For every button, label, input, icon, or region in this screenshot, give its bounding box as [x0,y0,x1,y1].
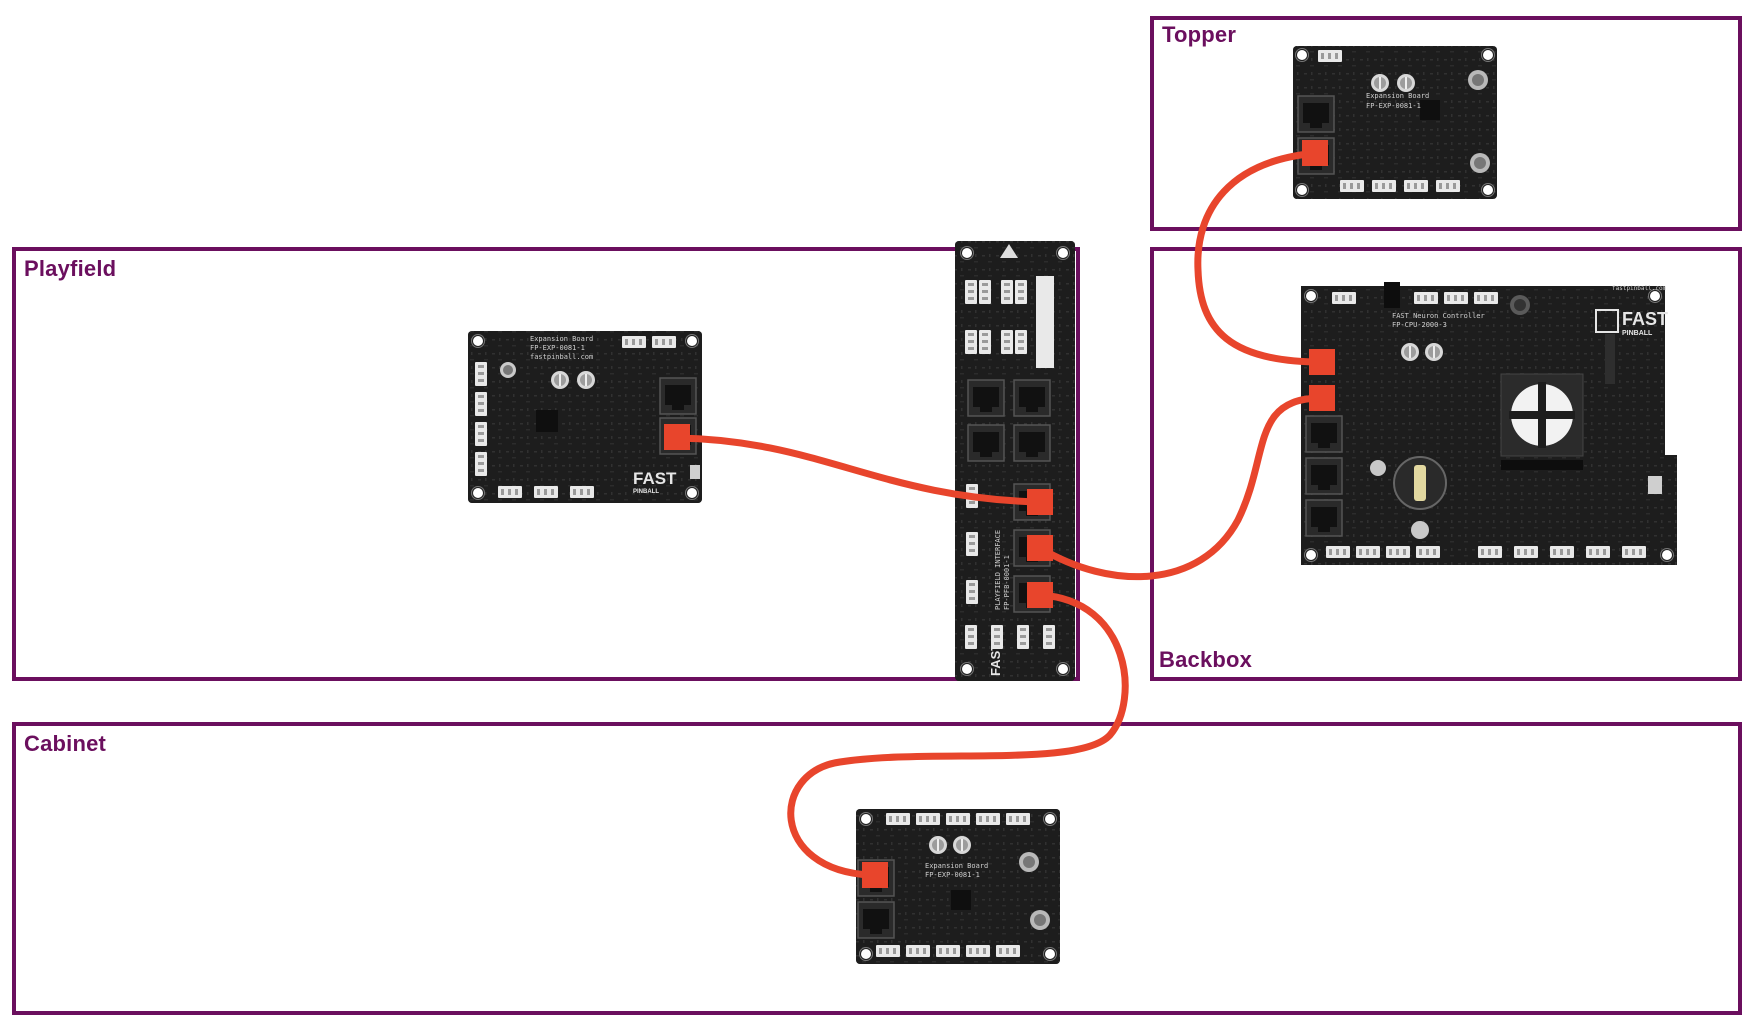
neuron-controller-board: FAST Neuron Controller FP-CPU-2000-3 fas… [1301,282,1677,565]
playfield-board-site: fastpinball.com [530,353,593,361]
plug-playfield-board [664,424,690,450]
playfield-region [12,247,1080,681]
plug-interface-1 [1027,489,1053,515]
plug-topper-board [1302,140,1328,166]
cable-interface-to-neuron [1036,394,1326,581]
topper-board-title: Expansion Board [1366,92,1429,100]
plug-cabinet-board [862,862,888,888]
topper-expansion-board: Expansion Board FP-EXP-0081-1 [1293,46,1497,199]
playfield-board-title: Expansion Board [530,335,593,343]
neuron-board-part: FP-CPU-2000-3 [1392,321,1447,329]
playfield-interface-board: PLAYFIELD INTERFACE FP-PFB-0001-1 FAST [955,241,1075,681]
playfield-board-brand-sub: PINBALL [633,489,659,495]
plug-neuron-2 [1309,385,1335,411]
neuron-board-brand-sub: PINBALL [1622,330,1653,337]
topper-board-part: FP-EXP-0081-1 [1366,102,1421,110]
backbox-label: Backbox [1159,647,1253,672]
cabinet-region [12,722,1742,1015]
neuron-board-site: fastpinball.com [1612,285,1667,292]
topper-region [1150,16,1742,231]
cabinet-label: Cabinet [24,731,107,756]
cabinet-expansion-board: Expansion Board FP-EXP-0081-1 [856,809,1060,964]
plug-interface-2 [1027,535,1053,561]
interface-board-brand: FAST [988,643,1003,676]
playfield-expansion-board: Expansion Board FP-EXP-0081-1 fastpinbal… [468,331,702,503]
playfield-board-brand: FAST [633,469,677,488]
cable-topper-to-neuron [1194,149,1326,366]
playfield-label: Playfield [24,256,117,281]
neuron-board-brand: FAST [1622,309,1668,329]
backbox-region [1150,247,1742,681]
cabinet-board-part: FP-EXP-0081-1 [925,871,980,879]
playfield-board-part: FP-EXP-0081-1 [530,344,585,352]
neuron-board-title: FAST Neuron Controller [1392,312,1485,320]
cable-interface-to-cabinet [787,591,1129,879]
interface-board-part: FP-PFB-0001-1 [1003,555,1011,610]
plug-interface-3 [1027,582,1053,608]
topper-label: Topper [1162,22,1237,47]
cabinet-board-title: Expansion Board [925,862,988,870]
interface-board-title: PLAYFIELD INTERFACE [994,530,1002,610]
plug-neuron-1 [1309,349,1335,375]
cable-playfield-to-interface [673,434,1044,506]
